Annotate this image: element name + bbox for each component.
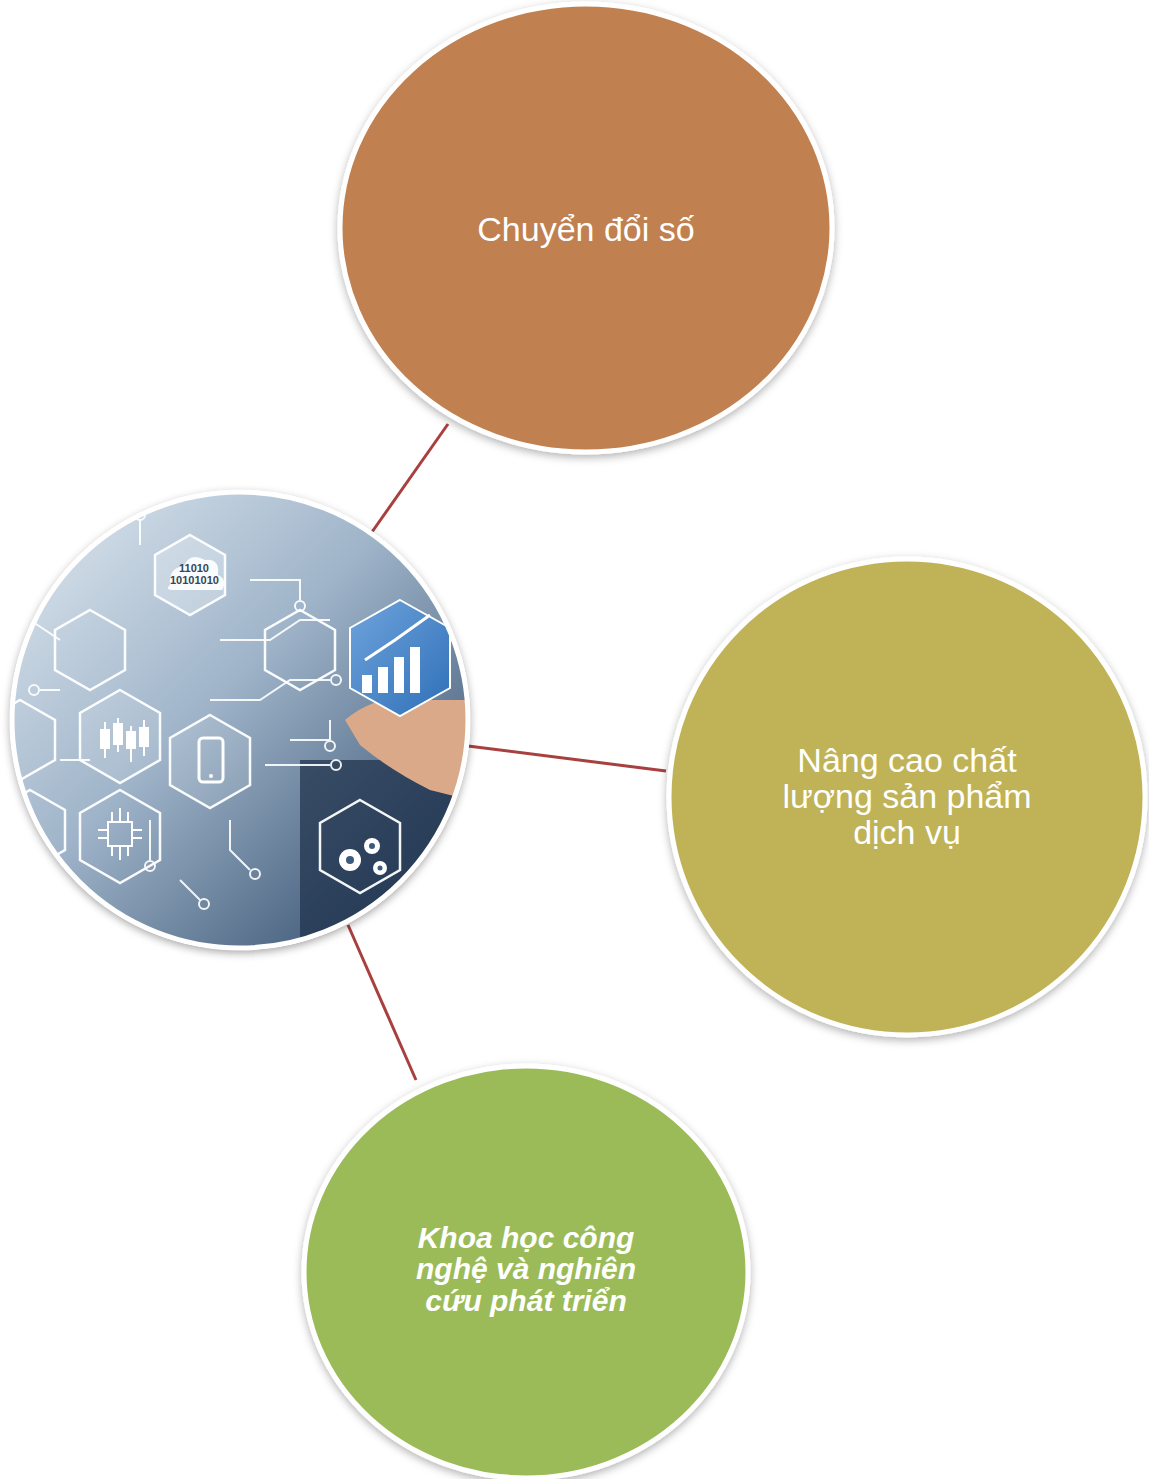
circle-label: Nâng cao chất lượng sản phẩm dịch vụ bbox=[757, 743, 1057, 850]
topic-circle: Khoa học công nghệ và nghiên cứu phát tr… bbox=[300, 1062, 752, 1479]
circle-label: Khoa học công nghệ và nghiên cứu phát tr… bbox=[386, 1222, 666, 1317]
topic-circle: Nâng cao chất lượng sản phẩm dịch vụ bbox=[665, 555, 1149, 1039]
text-column: Chuyển đổi số bbox=[406, 212, 766, 248]
circle-content: Nâng cao chất lượng sản phẩm dịch vụ bbox=[665, 555, 1149, 1039]
binary-code: 10101010 bbox=[170, 575, 219, 586]
binary-code: 11010 bbox=[179, 563, 209, 574]
circle-label: Chuyển đổi số bbox=[406, 212, 766, 248]
text-column: Nâng cao chất lượng sản phẩm dịch vụ bbox=[757, 743, 1057, 850]
tech-illustration bbox=[0, 480, 480, 960]
circle-content: Khoa học công nghệ và nghiên cứu phát tr… bbox=[300, 1062, 752, 1479]
topic-circle: Chuyển đổi số bbox=[336, 0, 836, 456]
circle-content: Chuyển đổi số bbox=[336, 0, 836, 456]
text-column: Khoa học công nghệ và nghiên cứu phát tr… bbox=[386, 1222, 666, 1317]
